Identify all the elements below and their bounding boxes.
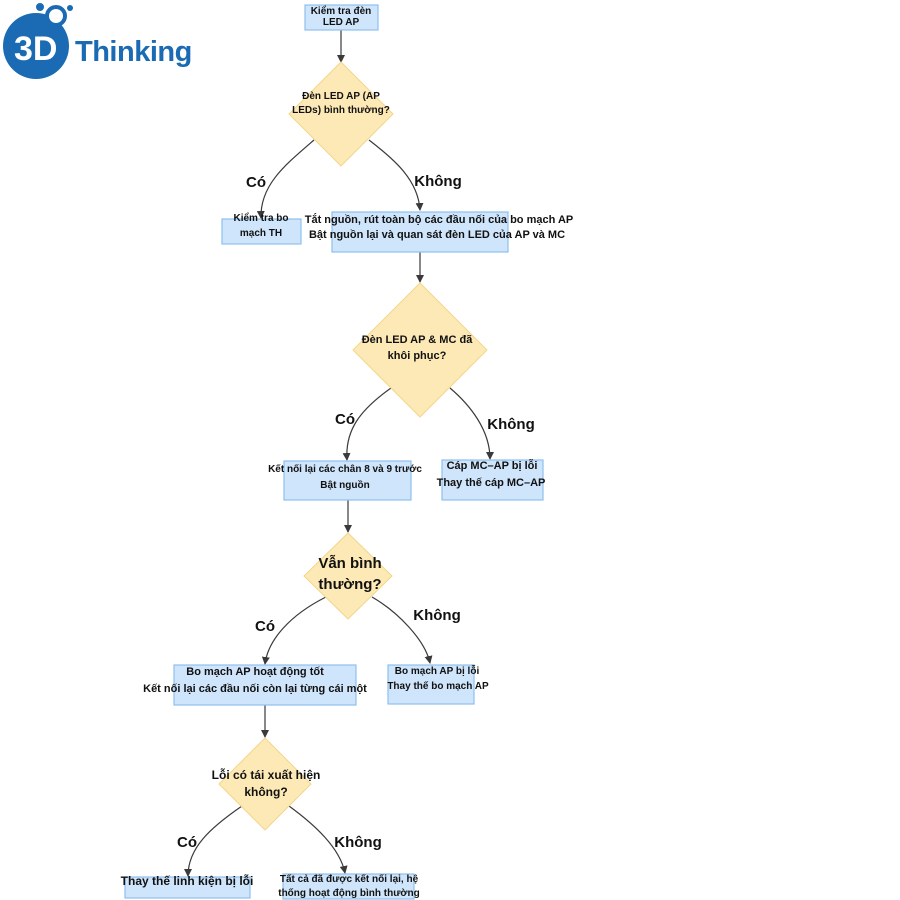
decision-3-line-1: Vẫn bình	[318, 555, 381, 572]
decision-3-line-2: thường?	[318, 576, 381, 593]
decision-4: Lỗi có tái xuất hiện không?	[212, 737, 321, 831]
node-power-cycle-line-1: Tắt nguồn, rút toàn bộ các đầu nối của b…	[305, 213, 574, 226]
node-reconnect-pins-line-2: Bật nguồn	[320, 479, 369, 491]
decision-4-line-1: Lỗi có tái xuất hiện	[212, 767, 321, 782]
edge-d3-no	[371, 596, 433, 664]
node-check-th: Kiểm tra bo mạch TH	[221, 212, 302, 245]
edge-d1-yes	[256, 139, 315, 219]
node-start-line-2: LED AP	[323, 17, 360, 28]
logo-wordmark: Thinking	[75, 36, 192, 68]
edge-d1-no	[368, 139, 424, 211]
edge-label-d4-yes: Có	[177, 834, 197, 851]
decision-1-line-2: LEDs) bình thường?	[292, 105, 390, 116]
decision-3: Vẫn bình thường?	[303, 532, 393, 620]
node-cable-fault: Cáp MC–AP bị lỗi Thay thế cáp MC–AP	[437, 459, 546, 501]
decision-4-line-2: không?	[244, 785, 287, 799]
node-check-th-line-1: Kiểm tra bo	[233, 212, 288, 224]
node-ap-fault: Bo mạch AP bị lỗi Thay thế bo mạch AP	[387, 664, 489, 705]
node-power-cycle: Tắt nguồn, rút toàn bộ các đầu nối của b…	[305, 211, 574, 253]
node-cable-fault-line-2: Thay thế cáp MC–AP	[437, 477, 546, 489]
node-ap-ok-line-1: Bo mạch AP hoạt động tốt	[186, 666, 324, 678]
edge-label-d3-no: Không	[413, 607, 460, 624]
edge-d2-yes	[342, 387, 392, 461]
decision-2-line-2: khôi phục?	[388, 350, 447, 362]
node-reconnect-pins: Kết nối lại các chân 8 và 9 trước Bật ng…	[268, 460, 422, 501]
node-ap-ok: Bo mạch AP hoạt động tốt Kết nối lại các…	[143, 664, 367, 706]
node-reconnect-pins-line-1: Kết nối lại các chân 8 và 9 trước	[268, 463, 422, 475]
decision-2-line-1: Đèn LED AP & MC đã	[362, 334, 474, 346]
node-ap-fault-line-1: Bo mạch AP bị lỗi	[395, 664, 480, 677]
edge-label-d3-yes: Có	[255, 618, 275, 635]
node-all-ok-line-2: thống hoạt động bình thường	[278, 887, 420, 899]
decision-2: Đèn LED AP & MC đã khôi phục?	[352, 282, 488, 418]
node-start-line-1: Kiểm tra đèn	[311, 5, 372, 17]
node-all-ok: Tất cả đã được kết nối lại, hệ thống hoạ…	[278, 873, 420, 900]
node-check-th-line-2: mạch TH	[240, 228, 282, 239]
edge-d3-yes	[261, 596, 327, 665]
edge-label-d4-no: Không	[334, 834, 381, 851]
edge-label-d2-yes: Có	[335, 411, 355, 428]
node-ap-fault-line-2: Thay thế bo mạch AP	[387, 680, 489, 692]
node-cable-fault-line-1: Cáp MC–AP bị lỗi	[447, 459, 538, 472]
edge-label-d1-yes: Có	[246, 174, 266, 191]
node-ap-ok-line-2: Kết nối lại các đầu nối còn lại từng cái…	[143, 683, 367, 695]
edge-label-d1-no: Không	[414, 173, 461, 190]
node-replace-part: Thay thế linh kiện bị lỗi	[121, 873, 254, 899]
logo-mark-icon: 3D	[3, 3, 73, 79]
brand-logo: 3D Thinking	[0, 0, 200, 80]
node-all-ok-line-1: Tất cả đã được kết nối lại, hệ	[280, 873, 419, 885]
edge-d4-no	[288, 805, 348, 874]
edge-label-d2-no: Không	[487, 416, 534, 433]
logo-mark-text: 3D	[14, 30, 57, 68]
node-power-cycle-line-2: Bật nguồn lại và quan sát đèn LED của AP…	[309, 229, 565, 241]
decision-1: Đèn LED AP (AP LEDs) bình thường?	[288, 61, 394, 167]
node-start: Kiểm tra đèn LED AP	[304, 4, 379, 31]
edge-d2-no	[449, 387, 494, 460]
decision-1-line-1: Đèn LED AP (AP	[302, 91, 380, 102]
edge-d4-yes	[184, 805, 243, 877]
node-replace-part-line-1: Thay thế linh kiện bị lỗi	[121, 873, 254, 888]
